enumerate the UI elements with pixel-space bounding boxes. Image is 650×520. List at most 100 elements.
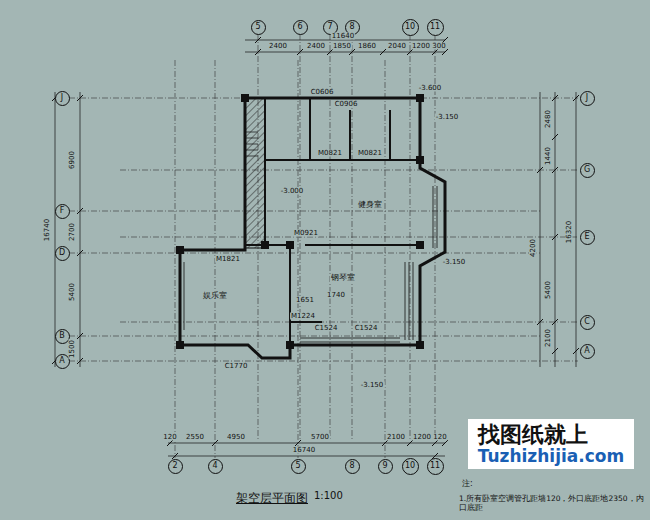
dimension-text: 1440 xyxy=(545,146,552,166)
exterior-wall xyxy=(180,98,445,358)
elevation-mark: -3.600 xyxy=(418,85,443,92)
room-label: 钢琴室 xyxy=(330,274,356,283)
node-text: 健身室 xyxy=(358,201,382,210)
grid-axis-bubble: 8 xyxy=(345,459,360,474)
elevation-mark: -3.000 xyxy=(280,188,305,195)
grid-axis-bubble: 11 xyxy=(427,458,444,475)
grid-axis-bubble: A xyxy=(580,344,595,359)
grid-axis-bubble: G xyxy=(580,163,595,178)
elevation-mark: -3.150 xyxy=(442,259,467,266)
grid-axis-bubble: A xyxy=(55,354,70,369)
node-text: 9 xyxy=(382,462,387,471)
dimension-text: 4950 xyxy=(226,434,246,441)
grid-axis-bubble: 5 xyxy=(291,459,306,474)
grid-axis-bubble: J xyxy=(580,91,595,106)
watermark-text: Tuzhizhijia.com xyxy=(478,447,625,466)
node-text: 钢琴室 xyxy=(331,274,355,283)
dimension-text: 5400 xyxy=(69,282,76,302)
window xyxy=(180,186,437,342)
grid-axis-bubble: 5 xyxy=(251,20,266,35)
dimension-text: 2400 xyxy=(306,43,326,50)
dimension-text: 1651 xyxy=(295,297,315,304)
drawing-title: 架空层平面图 xyxy=(236,490,308,507)
door-window-code: M0821 xyxy=(317,150,343,157)
node-text: J xyxy=(586,94,588,103)
node-text: J xyxy=(61,94,63,103)
dimension-text: 16320 xyxy=(566,220,573,244)
node-text: 8 xyxy=(349,462,354,471)
grid-axis-bubble: 10 xyxy=(402,19,419,36)
grid-line xyxy=(69,34,578,458)
node-text: 10 xyxy=(405,23,415,32)
door-window-code: C1524 xyxy=(354,325,379,332)
door-window-code: C1524 xyxy=(314,325,339,332)
watermark-text: 找图纸就上 xyxy=(478,423,588,447)
grid-axis-bubble: D xyxy=(55,246,70,261)
node-text: D xyxy=(59,249,65,258)
node-text: E xyxy=(584,233,589,242)
dimension-text: 16740 xyxy=(44,218,51,242)
node-text: 2 xyxy=(172,462,177,471)
dimension-text: 1850 xyxy=(332,43,352,50)
node-text: G xyxy=(584,166,590,175)
grid-axis-bubble: F xyxy=(55,204,70,219)
node-text: 10 xyxy=(405,462,415,471)
node-text: F xyxy=(60,207,65,216)
dimension-text: 2700 xyxy=(69,222,76,242)
door-window-code: C0606 xyxy=(310,89,335,96)
door-window-code: M0821 xyxy=(357,150,383,157)
dimension-text: 120 xyxy=(162,434,177,441)
node-text: 4 xyxy=(212,462,217,471)
grid-axis-bubble: 10 xyxy=(402,458,419,475)
grid-axis-bubble: 11 xyxy=(427,19,444,36)
dimension-text: 2100 xyxy=(386,434,406,441)
dimension-text: 2550 xyxy=(185,434,205,441)
dimension-text: 300 xyxy=(431,43,446,50)
dimension-text: 5400 xyxy=(545,280,552,300)
node-text: B xyxy=(59,332,65,341)
dimension-text: 1200 xyxy=(412,434,432,441)
door-window-code: M1224 xyxy=(290,313,316,320)
dimension-text: 120 xyxy=(432,434,447,441)
grid-axis-bubble: J xyxy=(55,91,70,106)
node-text: A xyxy=(59,357,64,366)
dimension-text: 11640 xyxy=(331,33,355,40)
dimension-line xyxy=(55,40,576,456)
node-text: 6 xyxy=(297,23,302,32)
door-window-code: C1770 xyxy=(224,363,249,370)
dimension-text: 2480 xyxy=(545,109,552,129)
interior-wall xyxy=(245,98,420,345)
node-text: 5 xyxy=(255,23,260,32)
dimension-text: 16740 xyxy=(292,447,316,454)
grid-axis-bubble: 2 xyxy=(168,459,183,474)
dimension-tick xyxy=(52,37,579,459)
stair-steps xyxy=(246,132,258,156)
room-label: 健身室 xyxy=(357,201,383,210)
dimension-text: 1500 xyxy=(69,339,76,359)
node-text: A xyxy=(584,347,589,356)
door-window-code: C0906 xyxy=(334,101,359,108)
node-text: 11 xyxy=(430,462,440,471)
node-text: 8 xyxy=(349,23,354,32)
grid-axis-bubble: B xyxy=(55,329,70,344)
dimension-text: 2100 xyxy=(545,328,552,348)
dimension-text: 2400 xyxy=(268,43,288,50)
grid-axis-bubble: 6 xyxy=(293,20,308,35)
node-text: C xyxy=(584,318,590,327)
dimension-text: 2040 xyxy=(387,43,407,50)
watermark-box: 找图纸就上Tuzhizhijia.com xyxy=(468,419,635,470)
node-text: 7 xyxy=(327,23,332,32)
door-window-code: M0921 xyxy=(293,230,319,237)
room-label: 娱乐室 xyxy=(202,292,228,301)
dimension-text: 5700 xyxy=(310,434,330,441)
column xyxy=(176,94,424,349)
node-text: 11 xyxy=(430,23,440,32)
note-text: 1.所有卧室空调管孔距墙120，外口底距地2350，内口底距 xyxy=(458,494,646,512)
grid-axis-bubble: C xyxy=(580,315,595,330)
node-text: 5 xyxy=(295,462,300,471)
stair-hatch xyxy=(245,98,265,248)
note-text: 注: xyxy=(461,480,474,488)
dimension-text: 1860 xyxy=(357,43,377,50)
grid-axis-bubble: E xyxy=(580,230,595,245)
dimension-text: 1740 xyxy=(326,292,346,299)
